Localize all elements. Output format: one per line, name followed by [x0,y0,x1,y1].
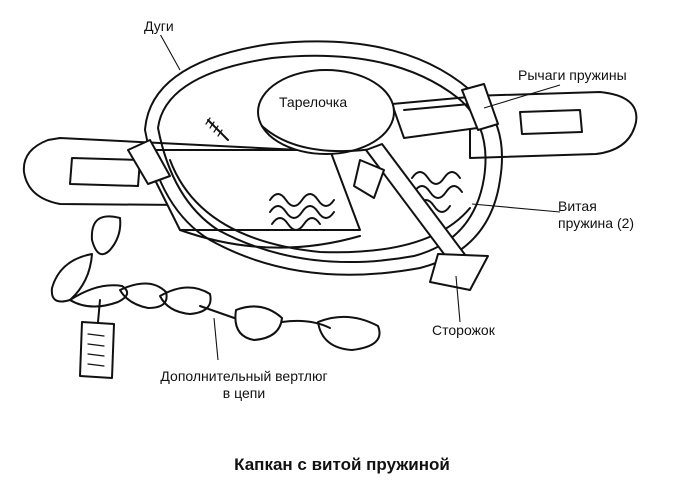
leader-lines [159,33,561,361]
label-spring-levers: Рычаги пружины [518,67,627,84]
label-coil-spring-line1: Витая [558,198,597,214]
label-pan: Тарелочка [279,94,348,110]
label-swivel: Дополнительный вертлюг в цепи [128,368,360,402]
coil-spring-left [269,193,335,231]
pan [257,69,395,155]
figure-caption: Капкан с витой пружиной [234,455,450,474]
chain [50,215,381,351]
label-jaws: Дуги [144,18,174,35]
label-coil-spring-line2: пружина (2) [558,215,635,231]
jaw-outer [144,40,503,276]
label-dog: Сторожок [432,322,495,339]
dog-trigger [365,143,489,291]
chain-tag [79,299,115,379]
label-swivel-line1: Дополнительный вертлюг [160,368,328,384]
label-coil-spring: Витая пружина (2) [558,198,634,232]
trap-frame [139,149,361,249]
jaw-posts [127,83,499,185]
pan-bracket [353,159,385,199]
bolt [205,117,229,141]
label-swivel-line2: в цепи [222,385,266,401]
